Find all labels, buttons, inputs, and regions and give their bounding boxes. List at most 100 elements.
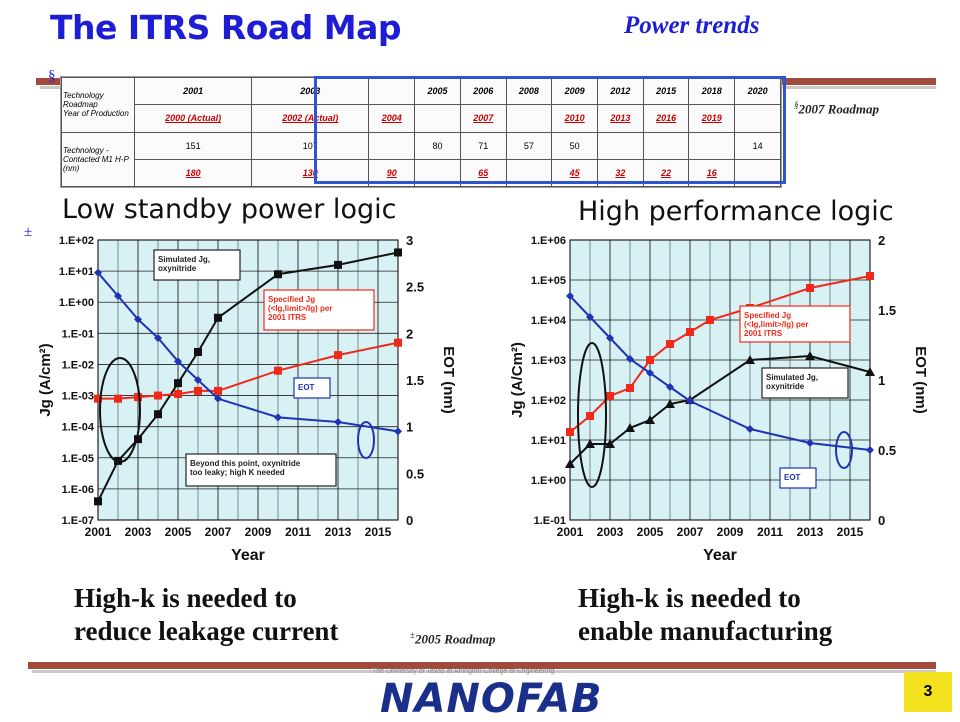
data-point — [706, 316, 714, 324]
data-point — [114, 292, 122, 300]
y2-tick-label: 0.5 — [878, 443, 896, 458]
y-tick-label: 1.E-04 — [62, 422, 95, 434]
data-point — [154, 334, 162, 342]
page-number-badge: 3 — [904, 672, 952, 712]
x-tick-label: 2015 — [365, 525, 392, 539]
y2-tick-label: 0 — [878, 513, 885, 528]
annotation-line: oxynitride — [766, 382, 805, 391]
table-red-year: 2016 — [642, 104, 690, 133]
series-line-0 — [97, 251, 399, 502]
y-tick-label: 1.E-01 — [62, 328, 94, 340]
y-tick-label: 1.E+02 — [59, 235, 94, 247]
bottom-accent-shadow — [32, 670, 936, 673]
data-point — [134, 435, 142, 444]
caption-right-line2: enable manufacturing — [578, 616, 833, 646]
data-point — [585, 439, 595, 448]
table-highlight-box — [314, 76, 786, 184]
y-tick-label: 1.E+02 — [531, 395, 566, 407]
y-tick-label: 1.E-03 — [62, 391, 94, 403]
table-row1-label: Year of Production — [63, 109, 129, 119]
table-node: 151 — [133, 131, 253, 160]
y2-tick-label: 1.5 — [878, 303, 896, 318]
data-point — [174, 357, 182, 366]
data-point — [666, 383, 674, 391]
annotation-line: 2001 ITRS — [744, 329, 783, 338]
y2-tick-label: 2 — [406, 326, 413, 341]
caption-right: High-k is needed to enable manufacturing — [578, 582, 832, 648]
y-tick-label: 1.E+03 — [531, 355, 566, 367]
data-point — [274, 366, 282, 375]
data-point — [154, 391, 162, 400]
data-point — [645, 415, 655, 424]
x-tick-label: 2001 — [85, 525, 112, 539]
table-red-year: 2007 — [459, 104, 507, 133]
table-node: 71 — [459, 131, 507, 160]
y-tick-label: 1.E+00 — [531, 475, 566, 487]
annotation-box — [761, 367, 849, 399]
y-tick-label: 1.E+05 — [531, 275, 566, 287]
table-year: 2001 — [133, 77, 253, 106]
annotation-text: EOT — [784, 473, 801, 482]
series-line-2 — [569, 295, 871, 451]
table-corner-text: Technology Roadmap — [63, 91, 104, 110]
data-point — [745, 355, 755, 364]
data-point — [626, 384, 634, 392]
data-point — [94, 497, 102, 506]
annotation-line: too leaky; high K needed — [190, 468, 285, 477]
series-line-2 — [97, 272, 399, 433]
x-tick-label: 2007 — [205, 525, 232, 539]
data-point — [646, 356, 654, 364]
data-point — [394, 427, 402, 436]
annotation-text: Simulated Jg,oxynitride — [766, 373, 818, 391]
data-point — [566, 292, 574, 300]
data-point — [606, 334, 614, 342]
x-tick-label: 2009 — [717, 525, 744, 539]
annotation-line: oxynitride — [158, 264, 197, 273]
y-tick-label: 1.E+00 — [59, 297, 94, 309]
logo-subtitle: The University of Texas at Arlington Col… — [372, 668, 555, 675]
bottom-accent-bar — [28, 662, 936, 669]
data-point — [746, 425, 754, 433]
annotation-line: Specified Jg — [744, 311, 791, 320]
annotation-line: Simulated Jg, — [158, 255, 210, 264]
data-point — [806, 284, 814, 292]
note-2007-roadmap: §2007 Roadmap — [794, 100, 879, 117]
plusminus-symbol: ± — [24, 224, 33, 240]
y2-tick-label: 1 — [406, 420, 413, 435]
note-2007-mark: § — [794, 100, 799, 110]
roadmap-table: Technology Roadmap Year of Production 20… — [60, 76, 782, 188]
slide-subtitle: Power trends — [624, 12, 760, 39]
data-point — [194, 348, 202, 356]
data-point — [114, 394, 122, 403]
y-axis-label: Jg (A/cm²) — [37, 343, 54, 416]
annotation-line: Beyond this point, oxynitride — [190, 459, 301, 468]
annotation-text: Simulated Jg,oxynitride — [158, 255, 210, 273]
annotation-line: Simulated Jg, — [766, 373, 818, 382]
data-point — [626, 355, 634, 363]
y2-tick-label: 2.5 — [406, 280, 424, 295]
data-point — [805, 351, 815, 360]
data-point — [174, 390, 182, 398]
annotation-line: Specified Jg — [268, 295, 315, 304]
chart-right-title: High performance logic — [578, 196, 894, 227]
data-point — [566, 428, 574, 436]
x-tick-label: 2013 — [797, 525, 824, 539]
data-point — [334, 260, 342, 269]
annotation-box — [185, 453, 337, 487]
table-year: 2012 — [597, 77, 644, 106]
data-point — [865, 367, 875, 376]
x-axis-label: Year — [231, 547, 265, 564]
y-tick-label: 1.E-05 — [62, 453, 94, 465]
x-tick-label: 2003 — [125, 525, 152, 539]
series-line-1 — [569, 354, 871, 465]
annotation-line: EOT — [784, 473, 801, 482]
data-point — [866, 272, 874, 280]
y-tick-label: 1.E+01 — [59, 266, 94, 278]
data-point — [154, 410, 162, 419]
chart-right-high-performance: 1.E+061.E+051.E+041.E+031.E+021.E+011.E+… — [509, 233, 928, 564]
data-point — [94, 394, 102, 403]
annotation-box — [263, 289, 375, 331]
data-point — [274, 413, 282, 422]
